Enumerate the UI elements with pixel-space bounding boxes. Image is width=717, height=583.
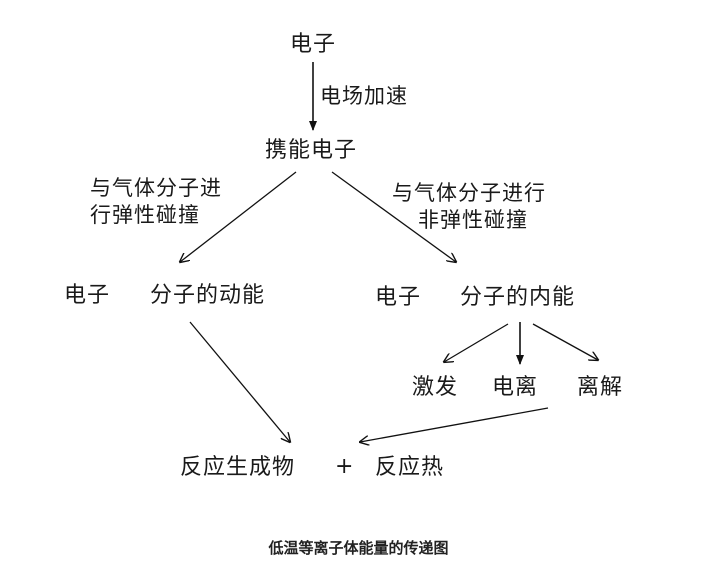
label-field-acceleration: 电场加速: [320, 84, 408, 108]
node-molecular-internal-energy: 分子的内能: [460, 285, 576, 310]
arrow-to-excitation: [444, 323, 509, 362]
node-energetic-electron: 携能电子: [265, 138, 358, 163]
node-ionization: 电离: [492, 375, 539, 400]
node-dissociation: 离解: [577, 375, 624, 400]
arrow-to-dissociation: [532, 323, 598, 360]
node-electron-top: 电子: [290, 32, 337, 57]
label-inelastic-collision-line1: 与气体分子进行: [392, 181, 546, 205]
node-left-electron: 电子: [64, 283, 111, 308]
arrow-kinetic-to-products: [189, 321, 290, 442]
arrow-elastic: [180, 171, 297, 262]
node-molecular-kinetic-energy: 分子的动能: [150, 283, 266, 308]
node-excitation: 激发: [412, 375, 459, 400]
figure-caption: 低温等离子体能量的传递图: [268, 539, 449, 557]
node-reaction-heat: 反应热: [375, 455, 445, 480]
node-reaction-products: 反应生成物: [180, 455, 296, 480]
plus-sign: +: [335, 454, 355, 479]
label-elastic-collision-line2: 行弹性碰撞: [90, 203, 200, 227]
label-inelastic-collision-line2: 非弹性碰撞: [418, 208, 528, 232]
arrow-inelastic: [331, 171, 456, 262]
label-elastic-collision-line1: 与气体分子进: [90, 176, 222, 200]
arrow-ionization-to-heat: [360, 407, 549, 442]
node-right-electron: 电子: [375, 285, 422, 310]
